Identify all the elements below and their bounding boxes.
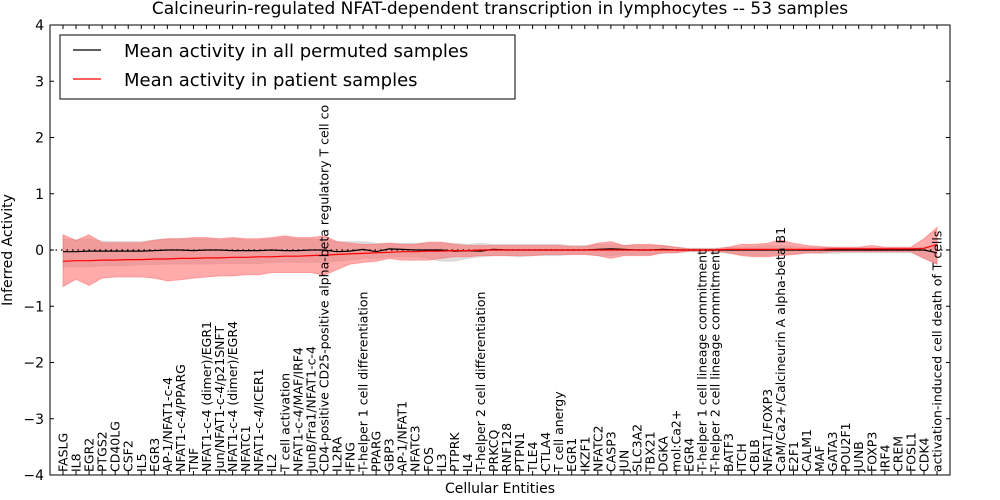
y-tick-label: 4 xyxy=(35,18,44,34)
x-tick-label: T cell anergy xyxy=(551,391,566,473)
x-tick-label: NFAT1-c-4/MAF/IRF4 xyxy=(290,347,305,472)
x-tick-label: FASLG xyxy=(56,433,71,472)
legend-label-permuted: Mean activity in all permuted samples xyxy=(124,41,468,62)
x-tick-label: POU2F1 xyxy=(838,422,853,472)
series-line-1 xyxy=(62,243,938,262)
x-tick-label: E2F1 xyxy=(786,441,801,472)
x-tick-label: IL2RA xyxy=(329,436,344,472)
x-tick-label: CTLA4 xyxy=(538,432,553,472)
x-tick-label: JunB/Fra1/NFAT1-c-4 xyxy=(303,346,318,473)
x-tick-label: TNF xyxy=(186,448,201,473)
x-tick-label: AP-1/NFAT1-c-4 xyxy=(160,377,175,472)
x-tick-label: NFAT1-c-4/ICER1 xyxy=(251,368,266,472)
x-tick-label: NFATC1 xyxy=(238,425,253,472)
y-tick-label: −2 xyxy=(23,356,44,372)
x-tick-label: T cell activation xyxy=(277,373,292,473)
x-tick-label: RNF128 xyxy=(499,423,514,472)
x-tick-label: PRKCQ xyxy=(486,430,501,472)
x-tick-label: EGR2 xyxy=(82,438,97,472)
y-tick-label: −4 xyxy=(23,468,44,484)
x-tick-label: T-helper 1 cell differentiation xyxy=(356,292,371,473)
y-tick-label: 0 xyxy=(35,243,44,259)
x-tick-label: PTGS2 xyxy=(95,431,110,472)
y-tick-label: 1 xyxy=(35,187,44,203)
x-axis-label: Cellular Entities xyxy=(445,481,555,497)
x-tick-label: NFAT1-c-4/PPARG xyxy=(173,364,188,472)
y-tick-label: −1 xyxy=(23,299,44,315)
x-tick-label: NFATC2 xyxy=(590,425,605,472)
x-tick-label: BATF3 xyxy=(721,433,736,472)
chart-title: Calcineurin-regulated NFAT-dependent tra… xyxy=(152,0,848,19)
x-tick-label: IL4 xyxy=(460,453,475,472)
x-tick-label: CBLB xyxy=(747,439,762,472)
y-tick-label: 3 xyxy=(35,74,44,90)
x-tick-label: NFATC3 xyxy=(408,425,423,472)
x-tick-label: TLE4 xyxy=(525,442,540,473)
series-band-1 xyxy=(62,226,938,288)
x-tick-label: CD40LG xyxy=(108,421,123,472)
x-tick-label: CREM xyxy=(890,436,905,472)
x-tick-label: DGKA xyxy=(656,436,671,472)
x-tick-label: IL8 xyxy=(69,453,84,472)
x-tick-label: IKZF1 xyxy=(577,436,592,472)
x-tick-label: IL5 xyxy=(134,453,149,472)
legend: Mean activity in all permuted samples Me… xyxy=(59,34,516,100)
x-tick-label: CSF2 xyxy=(121,440,136,472)
y-axis: −4 −3 −2 −1 0 1 2 3 4 xyxy=(23,18,950,484)
x-tick-label: IRF4 xyxy=(877,444,892,472)
x-tick-label: EGR4 xyxy=(682,438,697,472)
x-tick-label: PTPRK xyxy=(447,432,462,472)
x-tick-label: FOSL1 xyxy=(903,432,918,472)
y-tick-label: 2 xyxy=(35,131,44,147)
x-tick-label: Jun/NFAT1-c-4/p21SNFT xyxy=(212,326,227,473)
x-tick-label: EGR3 xyxy=(147,438,162,472)
x-tick-label: CaM/Ca2+/Calcineurin A alpha-beta B1 xyxy=(773,227,788,472)
x-tick-label: MAF xyxy=(812,445,827,472)
x-tick-label: NFAT1-c-4 (dimer)/EGR1 xyxy=(199,321,214,472)
x-tick-label: JUN xyxy=(616,450,631,473)
x-tick-label: FOXP3 xyxy=(864,432,879,472)
x-axis: FASLGIL8EGR2PTGS2CD40LGCSF2IL5EGR3AP-1/N… xyxy=(56,25,945,475)
x-tick-label: TBX21 xyxy=(643,431,658,473)
x-tick-label: IL3 xyxy=(434,453,449,472)
x-tick-label: NFAT1/FOXP3 xyxy=(760,389,775,472)
x-tick-label: mol:Ca2+ xyxy=(669,410,684,472)
x-tick-label: T-helper 2 cell differentiation xyxy=(473,292,488,473)
x-tick-label: FOS xyxy=(421,447,436,472)
x-tick-label: IL2 xyxy=(264,453,279,472)
y-axis-label: Inferred Activity xyxy=(0,194,16,306)
x-tick-label: ITCH xyxy=(734,443,749,472)
x-tick-label: SLC3A2 xyxy=(630,424,645,472)
x-tick-label: activation-induced cell death of T cells xyxy=(930,231,945,472)
x-tick-label: JUNB xyxy=(851,441,866,473)
x-tick-label: GATA3 xyxy=(825,432,840,472)
x-tick-label: PTPN1 xyxy=(512,432,527,472)
legend-box xyxy=(59,34,516,100)
x-tick-label: CDK4 xyxy=(917,437,932,472)
x-tick-label: T-helper 2 cell lineage commitment xyxy=(708,250,723,473)
x-tick-label: GBP3 xyxy=(382,438,397,472)
x-tick-label: CALM1 xyxy=(799,429,814,472)
x-tick-label: EGR1 xyxy=(564,438,579,472)
legend-label-patient: Mean activity in patient samples xyxy=(124,70,418,91)
y-tick-label: −3 xyxy=(23,412,44,428)
plot-area xyxy=(50,226,950,288)
x-tick-label: CASP3 xyxy=(603,431,618,472)
x-tick-label: CD4-positive CD25-positive alpha-beta re… xyxy=(316,105,331,472)
x-tick-label: IFNG xyxy=(343,442,358,472)
x-tick-label: NFAT1-c-4 (dimer)/EGR4 xyxy=(225,321,240,472)
x-tick-label: AP-1/NFAT1 xyxy=(395,401,410,472)
x-tick-label: PPARG xyxy=(369,431,384,472)
x-tick-label: T-helper 1 cell lineage commitment xyxy=(695,250,710,473)
